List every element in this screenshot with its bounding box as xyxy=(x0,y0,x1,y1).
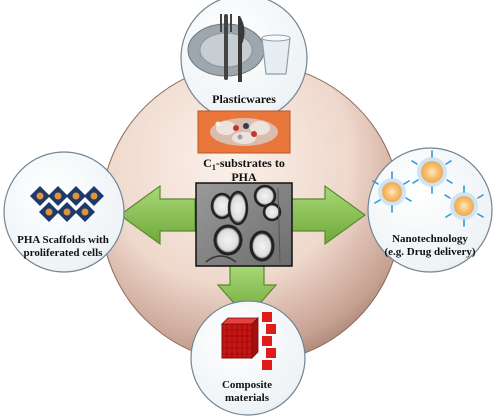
nanoparticle-icon xyxy=(372,150,484,227)
center-title-line1: C1-substrates to xyxy=(203,156,285,172)
plasticwares-label: Plasticwares xyxy=(212,92,276,106)
composite-label-line1: Composite xyxy=(222,379,272,391)
bacteria-micrograph-icon xyxy=(195,182,293,267)
node-composite-materials: Composite materials xyxy=(190,300,306,416)
molecule-icon xyxy=(210,118,278,146)
arrow-right xyxy=(289,184,367,246)
node-nanotechnology: Nanotechnology (e.g. Drug delivery) xyxy=(367,147,493,273)
nanotech-label-line1: Nanotechnology xyxy=(392,233,468,245)
drinking-cup-icon xyxy=(261,34,291,75)
arrow-left xyxy=(118,184,196,246)
node-pha-scaffolds: PHA Scaffolds with proliferated cells xyxy=(3,151,125,273)
arrow-down xyxy=(216,265,278,319)
composite-label-line2: materials xyxy=(225,392,270,404)
nanotech-label-line2: (e.g. Drug delivery) xyxy=(384,246,475,258)
nanoparticle xyxy=(372,171,412,213)
substrate-image xyxy=(197,110,291,154)
composite-icon xyxy=(221,312,276,370)
nanoparticle xyxy=(444,185,484,227)
scaffold-label-line1: PHA Scaffolds with xyxy=(17,234,109,246)
nanoparticle xyxy=(411,150,453,194)
node-plasticwares: Plasticwares xyxy=(180,0,308,122)
scaffold-label-line2: proliferated cells xyxy=(24,247,104,259)
center-title-line2: PHA xyxy=(231,170,257,184)
scaffold-icon xyxy=(30,186,104,222)
